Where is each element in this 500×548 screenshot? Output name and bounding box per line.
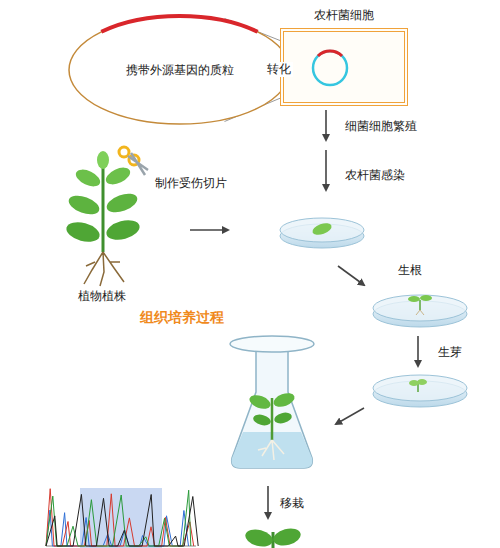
step-label: 农杆菌感染 <box>345 168 405 183</box>
plasmid-ellipse: 携带外源基因的质粒 <box>67 14 292 126</box>
step-label: 制作受伤切片 <box>155 176 227 191</box>
transplanted-plant <box>243 526 302 548</box>
plasmid-label: 携带外源基因的质粒 <box>126 63 234 78</box>
petri-dish <box>373 295 467 327</box>
bacterial-plasmid <box>280 28 408 106</box>
petri-dish <box>280 218 364 248</box>
step-label: 生根 <box>398 263 422 278</box>
step-label: 植物植株 <box>78 289 126 304</box>
petri-dish <box>373 375 467 407</box>
edge-label: 转化 <box>265 62 293 77</box>
sequencing-chromatogram <box>46 488 198 548</box>
scissors <box>119 147 148 175</box>
agrobacterium-cell: 农杆菌细胞 <box>280 28 408 106</box>
step-label: 移栽 <box>280 496 304 511</box>
section-heading: 组织培养过程 <box>140 309 224 327</box>
step-label: 生芽 <box>438 345 462 360</box>
step-label: 细菌细胞繁殖 <box>345 119 417 134</box>
culture-flask <box>230 336 314 468</box>
cell-heading: 农杆菌细胞 <box>284 8 404 23</box>
plant <box>64 151 142 286</box>
